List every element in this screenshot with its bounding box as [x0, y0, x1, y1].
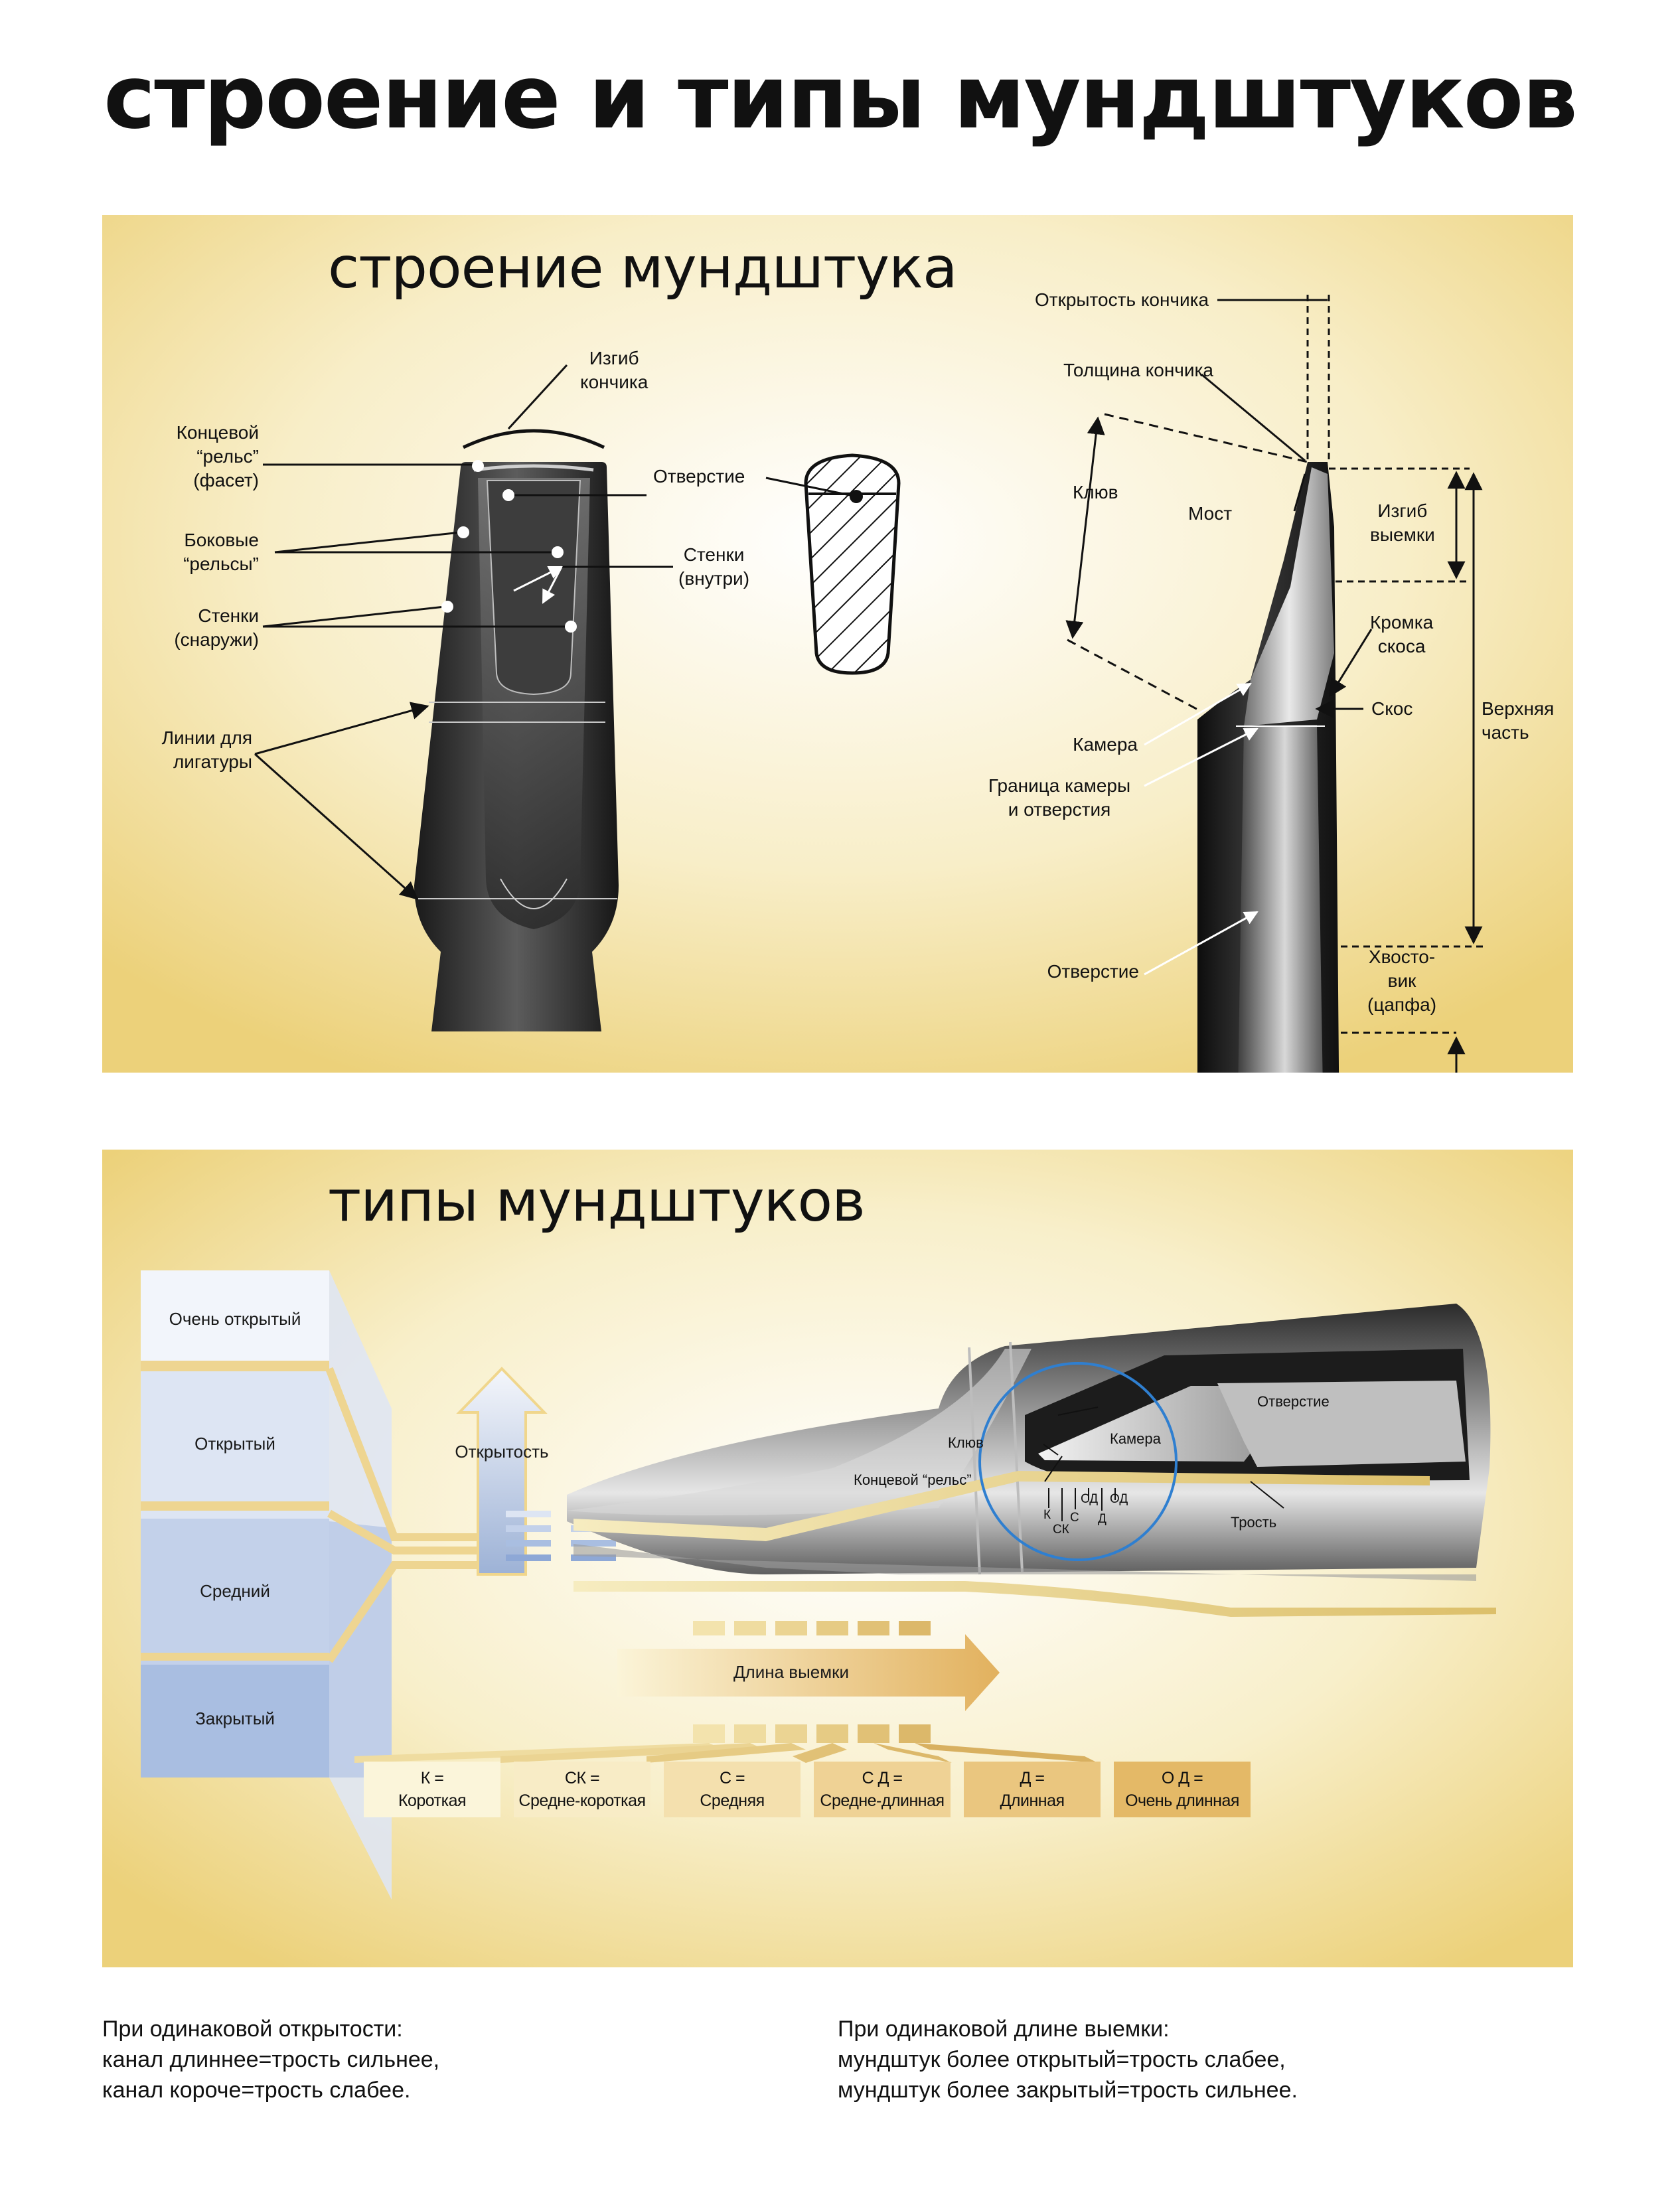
note-facing-length: При одинаковой длине выемки:мундштук бол… [838, 2016, 1298, 2103]
opening-label: Отверстие [653, 466, 745, 487]
mark-medium-short: СК [1053, 1523, 1069, 1537]
mark-medium: С [1070, 1511, 1079, 1525]
facing-length-arrow [617, 1634, 1000, 1711]
openness-open [141, 1371, 329, 1519]
legend-short: К =Короткая [364, 1762, 500, 1817]
mark-long: Д [1098, 1512, 1107, 1526]
page-title: строение и типы мундштуков [104, 46, 1578, 149]
legend-medium-long: С Д =Средне-длинная [814, 1762, 951, 1817]
bore-label: Отверстие [1047, 961, 1139, 982]
mark-very-long: ОД [1110, 1492, 1128, 1506]
detail-opening-label: Отверстие [1257, 1393, 1330, 1410]
openness-open-label: Открытый [194, 1434, 275, 1454]
tip-opening-label: Открытость кончика [1035, 289, 1209, 310]
openness-arrow-label: Открытость [455, 1442, 549, 1462]
openness-closed [141, 1665, 329, 1778]
legend-medium-short: СК =Средне-короткая [514, 1762, 650, 1817]
legend-long: Д =Длинная [964, 1762, 1101, 1817]
detail-tip-rail-label: Концевой “рельс” [854, 1472, 972, 1488]
tip-rail-label: Концевой“рельс”(фасет) [176, 422, 259, 491]
detail-reed-label: Трость [1231, 1514, 1277, 1531]
types-title: типы мундштуков [328, 1168, 866, 1235]
legend-very-long: О Д =Очень длинная [1114, 1762, 1251, 1817]
openness-arrow [456, 1367, 548, 1576]
walls-outside-label: Стенки(снаружи) [174, 605, 259, 650]
detail-circle [978, 1362, 1178, 1561]
facing-length-label: Длина выемки [733, 1662, 850, 1682]
detail-beak-label: Клюв [948, 1434, 984, 1451]
structure-illustration [102, 215, 1573, 1073]
detail-chamber-label: Камера [1110, 1430, 1161, 1447]
walls-inside-label: Стенки(внутри) [678, 544, 750, 589]
mark-medium-long: СД [1081, 1492, 1099, 1506]
openness-medium [141, 1519, 329, 1665]
bridge-label: Мост [1188, 503, 1233, 524]
structure-title: строение мундштука [328, 235, 958, 301]
chamber-label: Камера [1073, 734, 1138, 755]
beak-label: Клюв [1073, 482, 1118, 502]
mark-short: К [1043, 1508, 1051, 1522]
note-openness: При одинаковой открытости:канал длиннее=… [102, 2016, 440, 2103]
baffle-label: Скос [1371, 698, 1413, 719]
shank-label: Хвосто-вик(цапфа) [1367, 946, 1437, 1015]
openness-very-open-label: Очень открытый [169, 1309, 301, 1329]
types-illustration [102, 1150, 1573, 1967]
openness-medium-label: Средний [200, 1581, 270, 1601]
openness-closed-label: Закрытый [195, 1708, 275, 1728]
legend-medium: С =Средняя [664, 1762, 801, 1817]
side-rails-label: Боковые“рельсы” [183, 530, 259, 574]
openness-very-open [141, 1270, 329, 1371]
tip-thickness-label: Толщина кончика [1063, 360, 1213, 380]
types-panel: типы мундштуков Очень открытый Открытый … [102, 1150, 1573, 1967]
